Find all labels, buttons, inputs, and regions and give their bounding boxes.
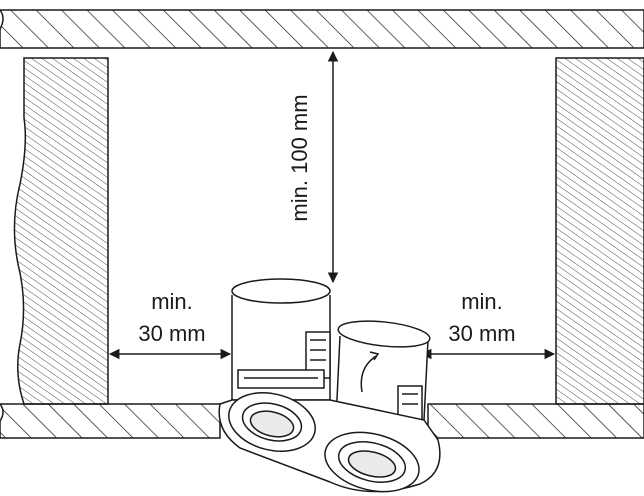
clearance-label-left-line1: min. xyxy=(151,289,193,314)
ceiling-panel-left xyxy=(0,403,221,439)
clearance-label-left-line2: 30 mm xyxy=(138,321,206,346)
ceiling-panel-right xyxy=(427,403,644,439)
clearance-label-right-line2: 30 mm xyxy=(448,321,516,346)
joist-right xyxy=(555,57,644,405)
joist-left xyxy=(13,57,109,405)
clearance-label-top: min. 100 mm xyxy=(287,94,312,222)
luminaire-housing xyxy=(218,278,441,493)
clearance-label-left: min. 30 mm xyxy=(124,290,220,346)
clearance-label-right-line1: min. xyxy=(461,289,503,314)
clearance-label-right: min. 30 mm xyxy=(434,290,530,346)
ceiling-slab-top xyxy=(0,9,644,49)
